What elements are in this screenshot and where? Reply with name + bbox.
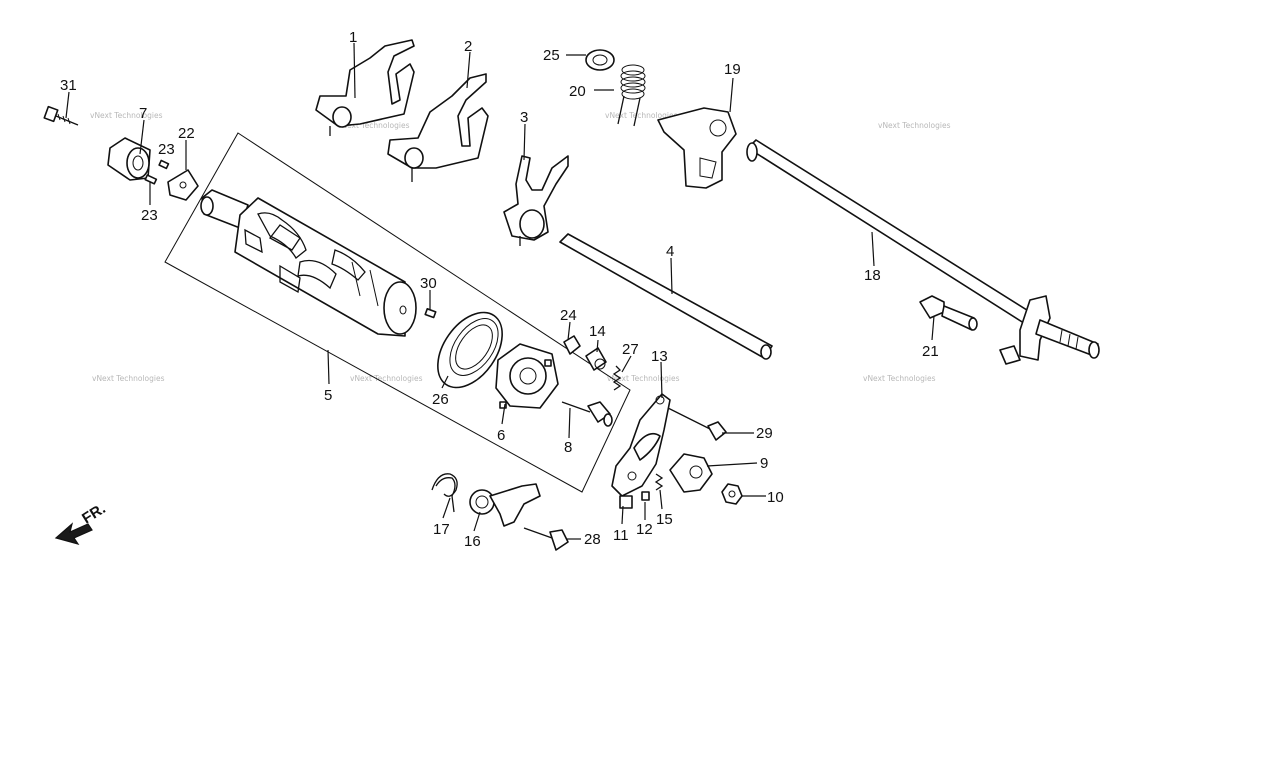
callout-25: 25 bbox=[543, 47, 560, 64]
callout-24: 24 bbox=[560, 307, 577, 324]
callout-19: 19 bbox=[724, 61, 741, 78]
front-direction-arrow: FR. bbox=[54, 500, 109, 546]
bolt-29 bbox=[667, 407, 727, 441]
callout-7: 7 bbox=[139, 105, 147, 122]
callout-6: 6 bbox=[497, 427, 505, 444]
callout-3: 3 bbox=[520, 109, 528, 126]
callout-17: 17 bbox=[433, 521, 450, 538]
bolt-31 bbox=[43, 105, 79, 126]
collar-24 bbox=[563, 335, 581, 355]
pivot-bolt-21 bbox=[919, 295, 978, 331]
callout-16: 16 bbox=[464, 533, 481, 550]
watermark: vNext Technologies bbox=[607, 374, 680, 383]
callout-14: 14 bbox=[589, 323, 606, 340]
callout-9: 9 bbox=[760, 455, 768, 472]
spring-15 bbox=[654, 473, 664, 491]
callout-29: 29 bbox=[756, 425, 773, 442]
callout-28: 28 bbox=[584, 531, 601, 548]
callout-27: 27 bbox=[622, 341, 639, 358]
shift-fork-2 bbox=[387, 73, 489, 182]
gearshift-spindle-18 bbox=[746, 139, 1100, 365]
callout-26: 26 bbox=[432, 391, 449, 408]
gearshift-arm-16 bbox=[469, 483, 541, 527]
callout-5: 5 bbox=[324, 387, 332, 404]
callout-2: 2 bbox=[464, 38, 472, 55]
drum-center-6 bbox=[495, 343, 559, 409]
plate-22 bbox=[167, 169, 199, 201]
stopper-arm-19 bbox=[657, 107, 737, 189]
pin-30 bbox=[424, 308, 437, 319]
callout-12: 12 bbox=[636, 521, 653, 538]
bearing-cap-7 bbox=[107, 137, 151, 181]
stopper-9 bbox=[669, 453, 713, 493]
watermark: vNext Technologies bbox=[878, 121, 951, 130]
shift-fork-3 bbox=[503, 155, 569, 246]
callouts: 1 2 3 4 5 6 7 8 9 10 11 12 13 14 15 16 1… bbox=[60, 29, 939, 550]
watermark: vNext Technologies bbox=[337, 121, 410, 130]
watermark: vNext Technologies bbox=[92, 374, 165, 383]
bolt-28 bbox=[523, 527, 569, 551]
pin-12 bbox=[641, 491, 650, 501]
dowel-pins-23 bbox=[144, 159, 170, 185]
spring-17 bbox=[431, 473, 458, 513]
shift-fork-1 bbox=[315, 39, 415, 136]
callout-30: 30 bbox=[420, 275, 437, 292]
collar-14 bbox=[585, 347, 607, 371]
fork-shaft-4 bbox=[559, 233, 773, 360]
callout-11: 11 bbox=[613, 527, 629, 544]
front-label: FR. bbox=[79, 500, 109, 527]
watermarks: vNext Technologies vNext Technologies vN… bbox=[90, 111, 951, 383]
watermark: vNext Technologies bbox=[863, 374, 936, 383]
callout-8: 8 bbox=[564, 439, 572, 456]
callout-21: 21 bbox=[922, 343, 939, 360]
callout-10: 10 bbox=[767, 489, 784, 506]
spring-27 bbox=[612, 365, 622, 391]
assembly-frame bbox=[164, 132, 631, 493]
pin-11 bbox=[619, 495, 633, 509]
callout-23-top: 23 bbox=[158, 141, 175, 158]
watermark: vNext Technologies bbox=[350, 374, 423, 383]
callout-4: 4 bbox=[666, 243, 674, 260]
callout-15: 15 bbox=[656, 511, 673, 528]
callout-18: 18 bbox=[864, 267, 881, 284]
callout-1: 1 bbox=[349, 29, 357, 46]
callout-20: 20 bbox=[569, 83, 586, 100]
nut-10 bbox=[721, 483, 743, 505]
plate-13 bbox=[611, 393, 671, 497]
callout-22: 22 bbox=[178, 125, 195, 142]
watermark: vNext Technologies bbox=[90, 111, 163, 120]
watermark: vNext Technologies bbox=[605, 111, 678, 120]
bolt-8 bbox=[561, 401, 613, 427]
leader-lines bbox=[65, 42, 935, 540]
shift-drum-5 bbox=[200, 189, 417, 337]
callout-23-bottom: 23 bbox=[141, 207, 158, 224]
washer-25 bbox=[585, 49, 615, 71]
callout-31: 31 bbox=[60, 77, 77, 94]
bearing-26 bbox=[437, 311, 503, 389]
callout-13: 13 bbox=[651, 348, 668, 365]
spring-20 bbox=[617, 64, 646, 127]
